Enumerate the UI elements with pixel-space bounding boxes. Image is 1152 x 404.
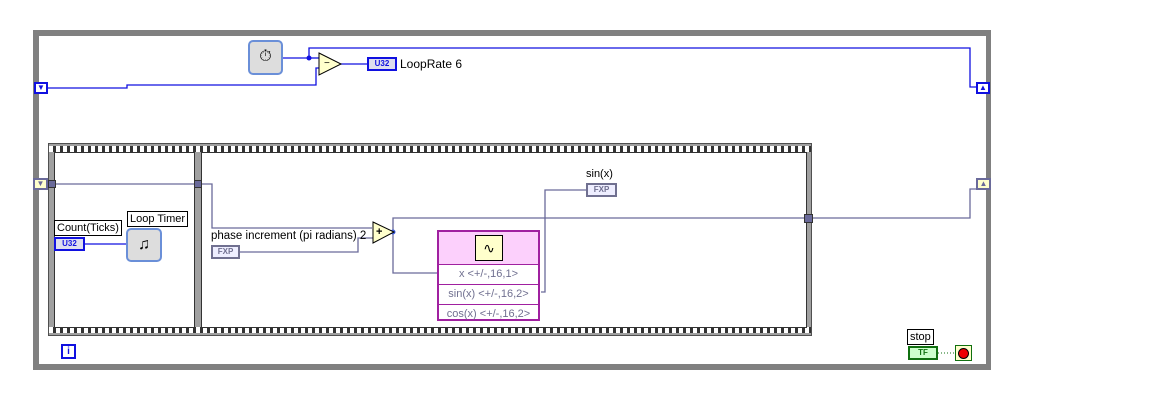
phase-increment-label: phase increment (pi radians) 2 [211, 230, 367, 242]
shift-register-right-ticks[interactable]: ▲ [976, 82, 990, 94]
shift-register-right-phase[interactable]: ▲ [976, 178, 991, 190]
add-node [372, 221, 396, 244]
wire-sin [541, 189, 586, 293]
subtract-symbol: − [324, 58, 330, 69]
phase-increment-constant[interactable]: FXP [211, 245, 240, 259]
loop-timer-label: Loop Timer [127, 211, 189, 227]
wire-ticks [282, 47, 976, 88]
add-symbol: + [376, 226, 383, 238]
stop-dot [958, 348, 969, 359]
sin-indicator[interactable]: FXP [586, 183, 617, 197]
wire-increment [240, 237, 373, 253]
sequence-tunnel-in[interactable] [48, 180, 56, 188]
wire-phase-out [392, 188, 976, 232]
subtract-node [318, 52, 343, 76]
stop-control[interactable]: TF [908, 346, 938, 360]
count-ticks-label: Count(Ticks) [54, 220, 122, 236]
looprate-label: LoopRate 6 [400, 57, 463, 71]
sin-label: sin(x) [586, 168, 613, 180]
wire-x [392, 232, 437, 274]
sequence-tunnel-mid[interactable] [194, 180, 202, 188]
sequence-tunnel-out[interactable] [804, 214, 813, 223]
iteration-terminal-icon[interactable]: i [61, 344, 76, 359]
wire-junction [306, 55, 312, 61]
sincos-output-cos[interactable]: cos(x) <+/-,16,2> [439, 304, 538, 324]
stop-label: stop [907, 329, 934, 345]
sincos-input-x[interactable]: x <+/-,16,1> [439, 264, 538, 284]
while-loop[interactable] [33, 30, 991, 370]
sincos-output-sin[interactable]: sin(x) <+/-,16,2> [439, 284, 538, 304]
wire-phase-in [55, 183, 372, 229]
looprate-indicator[interactable]: U32 [367, 57, 397, 71]
sincos-node[interactable]: ∿ x <+/-,16,1> sin(x) <+/-,16,2> cos(x) … [437, 230, 540, 321]
shift-register-left-phase[interactable]: ▼ [33, 178, 48, 190]
wire-prev-ticks [47, 67, 320, 89]
metronome-icon[interactable]: ♫ [126, 228, 162, 262]
stopwatch-icon[interactable]: ⏱ [248, 40, 283, 75]
sine-wave-icon: ∿ [475, 235, 503, 261]
shift-register-left-ticks[interactable]: ▼ [34, 82, 48, 94]
stop-condition-icon[interactable] [955, 345, 972, 361]
count-ticks-indicator[interactable]: U32 [54, 237, 85, 251]
